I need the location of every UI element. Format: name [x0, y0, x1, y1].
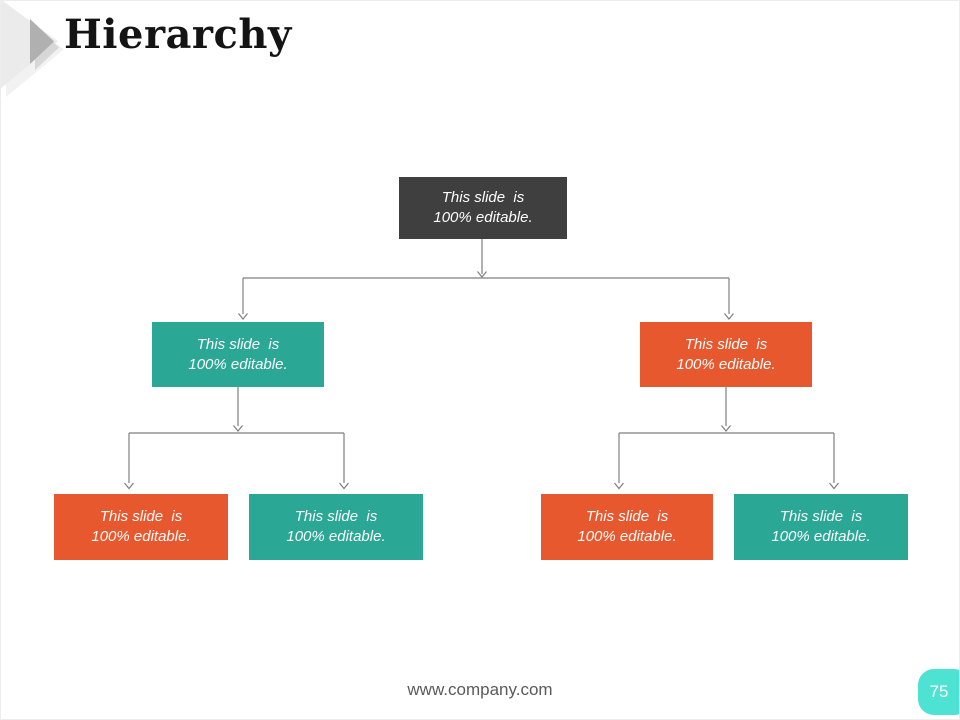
org-node-label: This slide is 100% editable. — [433, 189, 533, 226]
org-node-label: This slide is 100% editable. — [577, 508, 677, 545]
arrowhead-icon — [721, 425, 731, 432]
org-node-leaf-1: This slide is 100% editable. — [54, 494, 228, 560]
slide-title: Hierarchy — [64, 11, 292, 58]
arrowhead-icon — [477, 271, 487, 278]
arrowhead-icon — [614, 482, 624, 490]
org-node-branch-right: This slide is 100% editable. — [640, 322, 812, 387]
arrowhead-icon — [339, 482, 349, 490]
org-node-label: This slide is 100% editable. — [286, 508, 386, 545]
arrowhead-icon — [124, 482, 134, 490]
org-node-root: This slide is 100% editable. — [399, 177, 567, 239]
org-node-label: This slide is 100% editable. — [771, 508, 871, 545]
arrowhead-icon — [238, 313, 248, 320]
org-node-leaf-3: This slide is 100% editable. — [541, 494, 713, 560]
arrowhead-icon — [829, 482, 839, 490]
org-node-label: This slide is 100% editable. — [91, 508, 191, 545]
arrowhead-icon — [724, 313, 734, 320]
org-node-leaf-2: This slide is 100% editable. — [249, 494, 423, 560]
page-number: 75 — [929, 682, 949, 701]
org-node-label: This slide is 100% editable. — [676, 335, 776, 373]
page-number-badge: 75 — [918, 669, 959, 715]
footer-website: www.company.com — [407, 680, 553, 699]
org-node-leaf-4: This slide is 100% editable. — [734, 494, 908, 560]
arrowhead-icon — [233, 425, 243, 432]
org-node-branch-left: This slide is 100% editable. — [152, 322, 324, 387]
org-node-label: This slide is 100% editable. — [188, 335, 288, 373]
